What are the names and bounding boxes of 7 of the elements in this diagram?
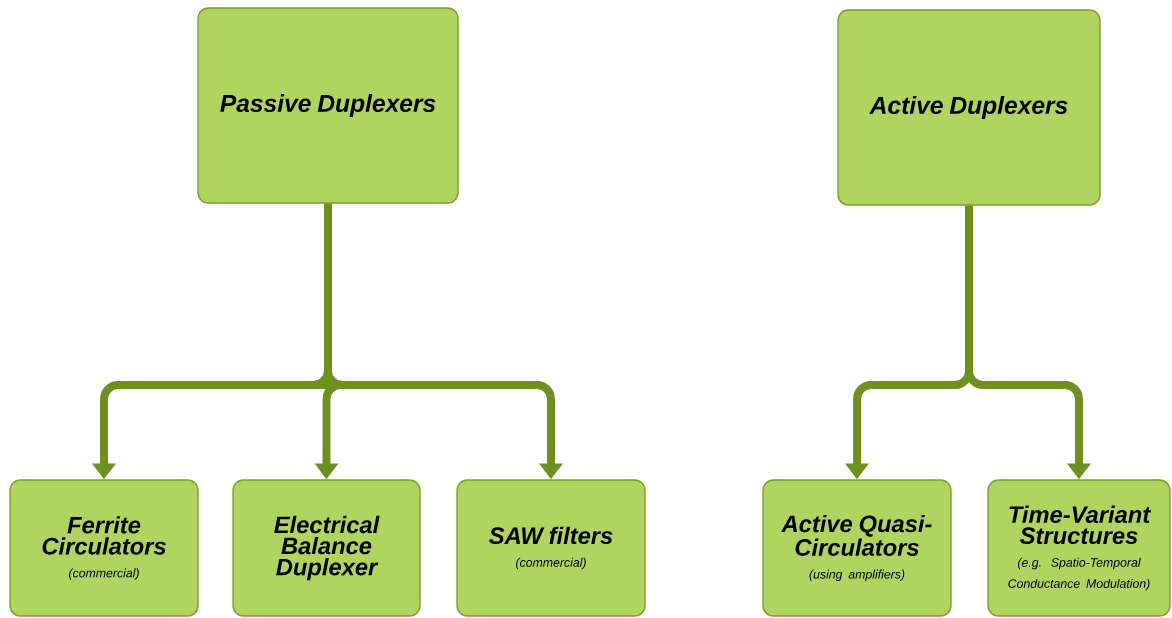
category-box: Active Quasi-Circulators (using amplifiers) bbox=[762, 479, 952, 617]
category-box: Time-Variant Structures (e.g. Spatio-Temporal Conductance Modulation) bbox=[987, 479, 1171, 617]
category-box: Active Duplexers bbox=[837, 9, 1101, 206]
category-box: SAW filters (commercial) bbox=[456, 479, 646, 617]
category-box: Electrical Balance Duplexer bbox=[232, 479, 421, 617]
category-box: Ferrite Circulators (commercial) bbox=[9, 479, 199, 617]
category-box: Passive Duplexers bbox=[197, 7, 459, 204]
